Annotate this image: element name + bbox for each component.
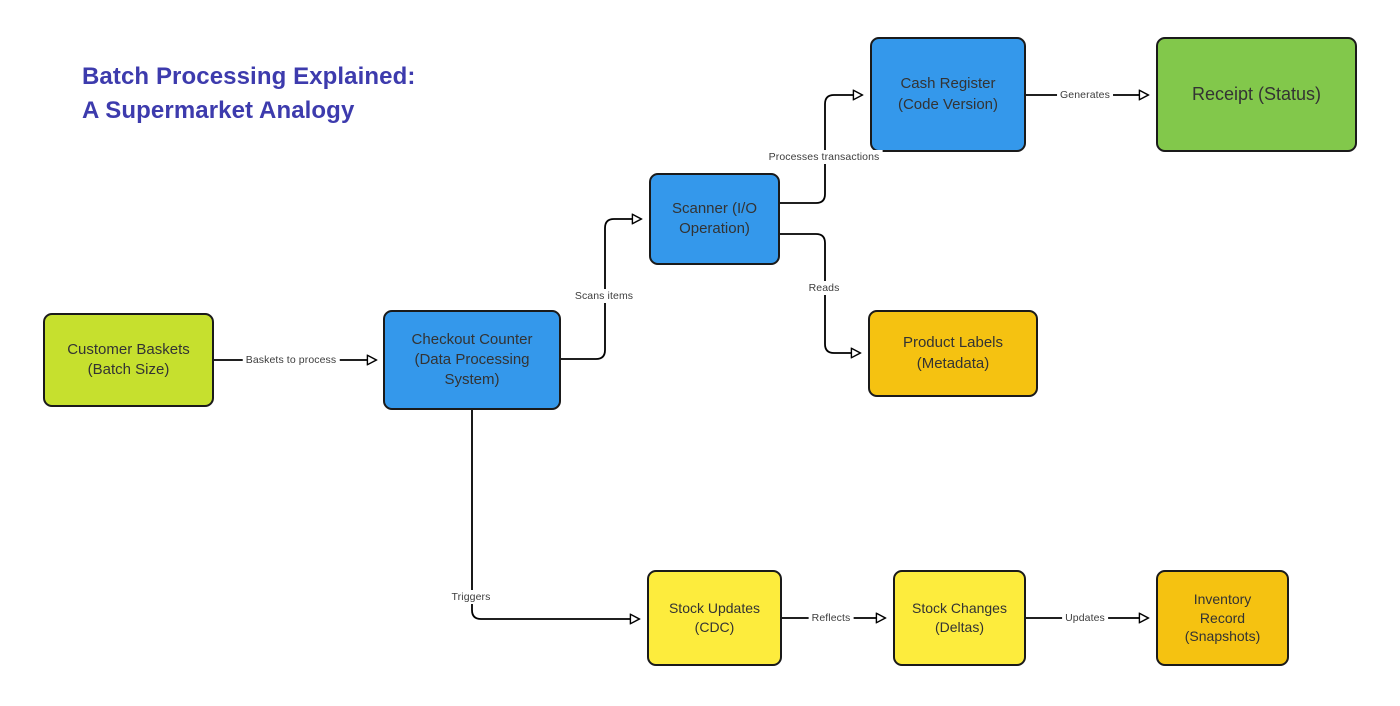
node-stock-updates[interactable]: Stock Updates (CDC) [647, 570, 782, 666]
node-cash-register[interactable]: Cash Register (Code Version) [870, 37, 1026, 152]
edge-label-cash-register-to-receipt: Generates [1057, 88, 1113, 102]
page-title: Batch Processing Explained: A Supermarke… [82, 60, 415, 128]
node-label-inventory-record: Inventory Record (Snapshots) [1184, 590, 1261, 645]
edge-label-scanner-to-cash-register: Processes transactions [765, 150, 883, 164]
edge-label-checkout-to-scanner: Scans items [571, 289, 637, 303]
node-checkout-counter[interactable]: Checkout Counter (Data Processing System… [383, 310, 561, 410]
edge-checkout-to-stock-updates [471, 410, 639, 619]
node-scanner[interactable]: Scanner (I/O Operation) [649, 173, 780, 265]
title-line-1: Batch Processing Explained: [82, 63, 416, 90]
node-label-product-labels: Product Labels (Metadata) [902, 334, 1004, 372]
node-customer-baskets[interactable]: Customer Baskets (Batch Size) [43, 313, 214, 407]
node-label-scanner: Scanner (I/O Operation) [671, 199, 758, 237]
edge-label-scanner-to-product-labels: Reads [805, 281, 843, 295]
edge-label-baskets-to-checkout: Baskets to process [242, 353, 340, 367]
node-label-stock-changes: Stock Changes (Deltas) [912, 600, 1007, 635]
node-label-checkout-counter: Checkout Counter (Data Processing System… [411, 330, 533, 389]
node-label-cash-register: Cash Register (Code Version) [897, 75, 999, 113]
edge-scanner-to-cash-register [780, 95, 862, 204]
edge-label-stock-changes-to-inventory: Updates [1062, 611, 1108, 625]
node-label-receipt: Receipt (Status) [1191, 84, 1322, 105]
node-receipt[interactable]: Receipt (Status) [1156, 37, 1357, 152]
node-label-stock-updates: Stock Updates (CDC) [668, 600, 761, 635]
node-product-labels[interactable]: Product Labels (Metadata) [868, 310, 1038, 397]
edge-label-checkout-to-stock-updates: Triggers [448, 590, 494, 604]
node-label-customer-baskets: Customer Baskets (Batch Size) [67, 340, 190, 378]
title-line-2: A Supermarket Analogy [82, 97, 355, 125]
edge-label-stock-updates-to-stock-changes: Reflects [808, 611, 854, 625]
node-stock-changes[interactable]: Stock Changes (Deltas) [893, 570, 1026, 666]
node-inventory-record[interactable]: Inventory Record (Snapshots) [1156, 570, 1289, 666]
